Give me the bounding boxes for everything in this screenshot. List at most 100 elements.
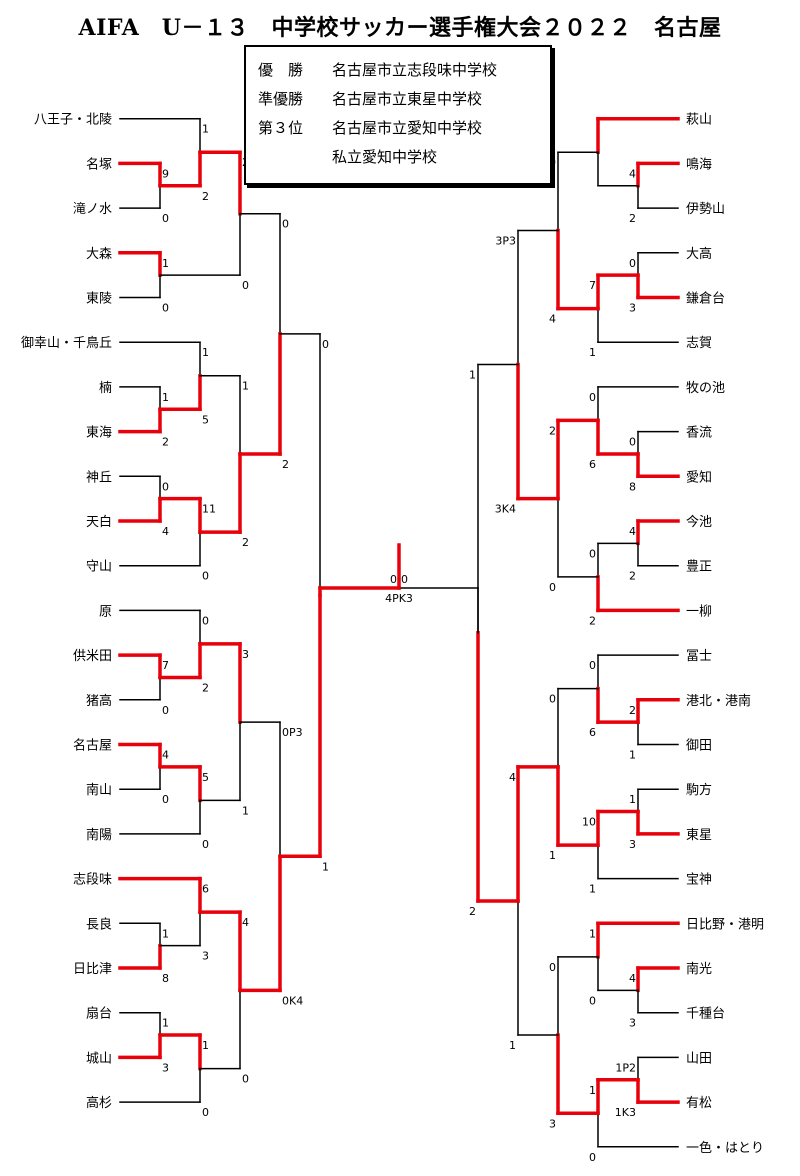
team-label: 香流: [686, 426, 712, 441]
score-label: 0: [202, 1106, 209, 1119]
score-label: 0: [322, 338, 329, 351]
score-label: 4: [629, 972, 636, 985]
score-label: 7: [589, 279, 596, 292]
score-label: 4: [629, 167, 636, 180]
score-label: 3P3: [495, 234, 516, 247]
score-label: 3: [162, 1061, 169, 1074]
score-label: 0: [282, 218, 289, 231]
team-label: 八王子・北陵: [34, 113, 112, 128]
score-label: 6: [202, 883, 209, 896]
score-label: 1: [202, 1039, 209, 1052]
score-label: 0: [162, 704, 169, 717]
score-label: 8: [162, 972, 169, 985]
team-label: 南山: [86, 782, 112, 798]
result-value: 名古屋市立志段味中学校: [332, 61, 498, 79]
team-label: 東星: [686, 827, 712, 843]
team-label: 大森: [86, 247, 112, 262]
final-pk-score: 4PK3: [385, 592, 413, 605]
score-label: 0: [162, 212, 169, 225]
score-label: 4: [162, 749, 169, 762]
team-label: 愛知: [686, 469, 712, 485]
score-label: 9: [162, 167, 169, 180]
score-label: 5: [202, 771, 209, 784]
score-label: 1: [162, 927, 169, 940]
team-label: 鎌倉台: [686, 292, 725, 307]
team-label: 扇台: [86, 1006, 112, 1022]
team-label: 御田: [686, 739, 712, 754]
page-title: AIFA U－１３ 中学校サッカー選手権大会２０２２ 名古屋: [78, 15, 722, 41]
score-label: 1: [589, 1084, 596, 1097]
score-label: 2: [242, 536, 249, 549]
score-label: 4: [162, 525, 169, 538]
score-label: 4: [242, 916, 249, 929]
team-label: 供米田: [73, 649, 112, 664]
score-label: 2: [629, 704, 636, 717]
score-label: 2: [589, 614, 596, 627]
score-label: 1: [629, 749, 636, 762]
score-label: 3: [629, 838, 636, 851]
score-label: 2: [629, 570, 636, 583]
team-label: 駒方: [686, 782, 712, 798]
score-label: 0P3: [282, 726, 303, 739]
score-label: 6: [589, 458, 596, 471]
score-label: 1: [242, 804, 249, 817]
team-label: 一色・はとり: [686, 1140, 764, 1156]
score-label: 0: [202, 614, 209, 627]
team-label: 山田: [686, 1051, 712, 1066]
result-value: 名古屋市立東星中学校: [332, 90, 483, 108]
result-value: 名古屋市立愛知中学校: [332, 119, 483, 137]
result-value: 私立愛知中学校: [332, 148, 438, 166]
results-box: 優 勝 名古屋市立志段味中学校 準優勝 名古屋市立東星中学校 第３位 名古屋市立…: [244, 45, 552, 185]
score-label: 3: [549, 1117, 556, 1130]
score-label: 5: [202, 413, 209, 426]
team-label: 萩山: [686, 113, 712, 128]
score-label: 0: [549, 156, 556, 169]
team-label: 志段味: [73, 873, 112, 888]
score-label: 1: [162, 257, 169, 270]
score-label: 0: [162, 480, 169, 493]
score-label: 4: [549, 313, 556, 326]
score-label: 1K3: [615, 1106, 636, 1119]
score-label: 0: [589, 659, 596, 672]
score-label: 6: [589, 726, 596, 739]
team-label: 日比野・港明: [686, 917, 764, 932]
team-label: 滝ノ水: [73, 202, 112, 217]
score-label: 0: [629, 436, 636, 449]
score-label: 1: [242, 380, 249, 393]
team-label: 南光: [686, 961, 712, 977]
score-label: 0: [162, 302, 169, 315]
result-label: 優 勝: [258, 61, 304, 79]
team-label: 日比津: [73, 962, 112, 977]
team-label: 冨士: [686, 649, 712, 664]
team-label: 原: [99, 604, 112, 619]
score-label: 10: [582, 816, 596, 829]
team-label: 伊勢山: [686, 202, 725, 217]
team-label: 楠: [99, 381, 112, 396]
score-label: 1: [589, 927, 596, 940]
team-label: 志賀: [686, 336, 712, 351]
team-label: 宝神: [686, 873, 712, 888]
score-label: 0: [589, 994, 596, 1007]
score-label: 1: [162, 1017, 169, 1030]
team-label: 御幸山・千鳥丘: [21, 336, 112, 351]
team-label: 猪高: [86, 693, 112, 709]
score-label: 0: [549, 581, 556, 594]
score-label: 0: [202, 570, 209, 583]
score-label: 2: [202, 190, 209, 203]
result-label: 準優勝: [258, 90, 304, 108]
team-label: 牧の池: [686, 381, 725, 396]
score-label: 2: [469, 905, 476, 918]
score-label: 0: [549, 693, 556, 706]
team-label: 大高: [686, 246, 712, 262]
score-label: 1: [162, 391, 169, 404]
score-label: 1: [589, 883, 596, 896]
score-label: 11: [202, 503, 216, 516]
team-label: 今池: [686, 514, 712, 530]
score-label: 0: [202, 838, 209, 851]
team-label: 神丘: [86, 470, 112, 485]
score-label: 0: [589, 1151, 596, 1164]
team-label: 長良: [86, 916, 112, 932]
team-label: 東海: [86, 425, 112, 441]
team-label: 城山: [86, 1051, 112, 1066]
score-label: 7: [162, 659, 169, 672]
